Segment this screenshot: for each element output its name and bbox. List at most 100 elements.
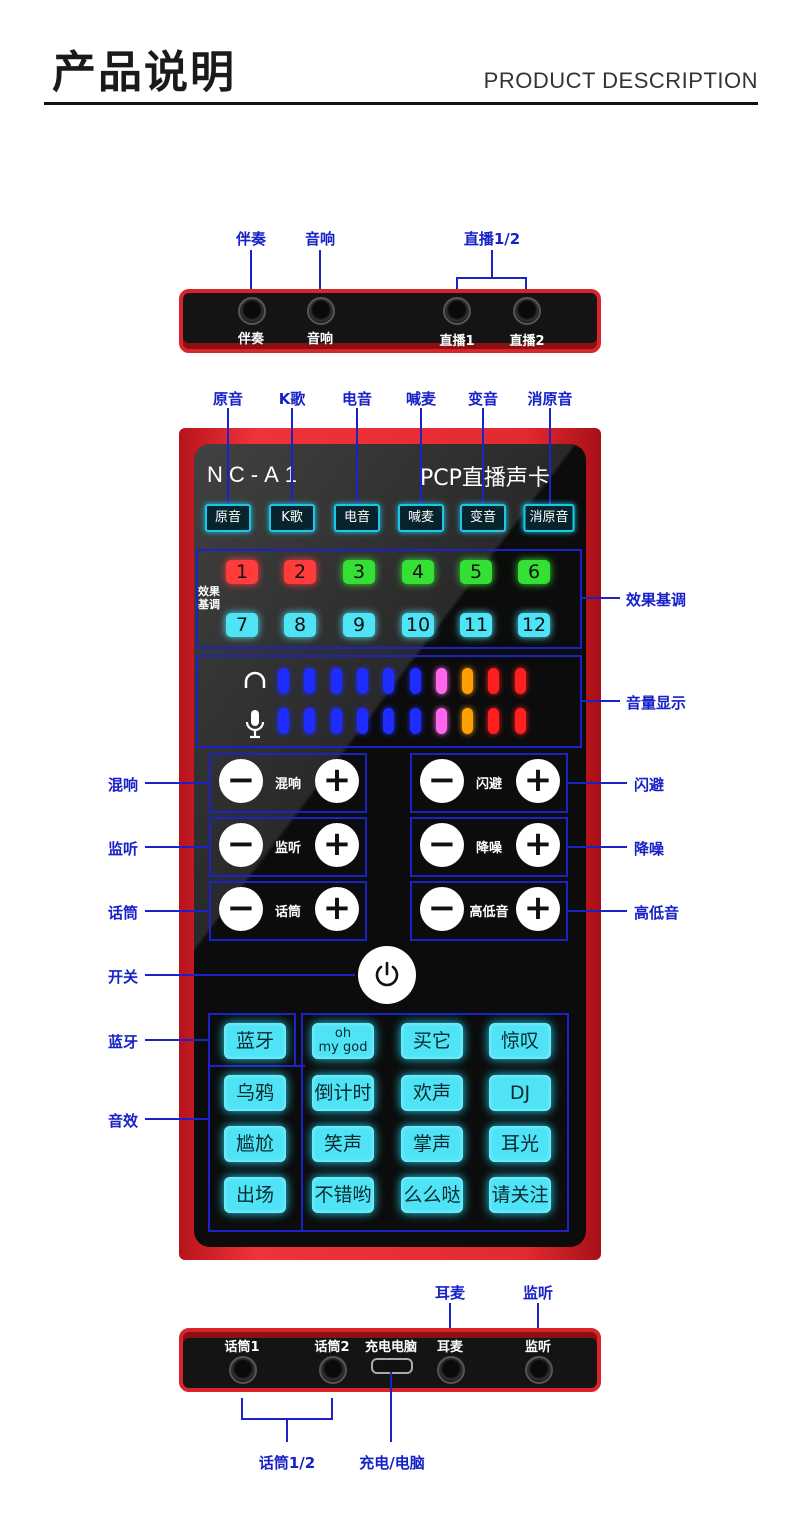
annotation-live: 直播1/2 — [463, 230, 521, 248]
leader-line — [319, 250, 321, 296]
effect-key-1[interactable]: 1 — [226, 560, 258, 584]
mode-button-electro[interactable]: 电音 — [334, 504, 380, 532]
effect-key-5[interactable]: 5 — [460, 560, 492, 584]
mode-button-original[interactable]: 原音 — [205, 504, 251, 532]
meter-led — [356, 668, 368, 694]
annotation-noise: 降噪 — [634, 840, 665, 858]
meter-led — [435, 708, 447, 734]
power-button[interactable] — [358, 946, 416, 1004]
jack-mic-2[interactable] — [319, 1356, 347, 1384]
mode-button-voice-change[interactable]: 变音 — [460, 504, 506, 532]
meter-led — [304, 668, 316, 694]
sound-effect-button[interactable]: 掌声 — [401, 1126, 463, 1162]
sound-effect-button[interactable]: 欢声 — [401, 1075, 463, 1111]
leader-line — [567, 910, 627, 912]
effect-key-12[interactable]: 12 — [518, 613, 550, 637]
jack-label: 音响 — [306, 332, 334, 347]
page-subtitle: PRODUCT DESCRIPTION — [483, 68, 758, 93]
sound-effect-button[interactable]: oh my god — [312, 1023, 374, 1059]
annotation-power: 开关 — [108, 968, 139, 986]
annotation-sfx: 音效 — [108, 1112, 139, 1130]
knob-bass-treble-minus-button[interactable]: − — [420, 887, 464, 931]
effect-key-8[interactable]: 8 — [284, 613, 316, 637]
leader-line — [227, 408, 229, 504]
knob-mic-group — [209, 881, 367, 941]
sound-effect-button[interactable]: 请关注 — [489, 1177, 551, 1213]
annotation-mode: 变音 — [467, 390, 499, 408]
meter-led — [409, 708, 421, 734]
sound-effect-button[interactable]: 惊叹 — [489, 1023, 551, 1059]
effect-key-6[interactable]: 6 — [518, 560, 550, 584]
meter-led — [278, 708, 289, 734]
sound-effect-button[interactable]: 尴尬 — [224, 1126, 286, 1162]
sound-effect-button[interactable]: DJ — [489, 1075, 551, 1111]
usb-port[interactable] — [371, 1358, 413, 1374]
jack-live-2[interactable] — [513, 297, 541, 325]
knob-dodge-label: 闪避 — [475, 777, 503, 792]
sound-effect-button[interactable]: 耳光 — [489, 1126, 551, 1162]
effects-label: 效果 基调 — [198, 585, 220, 611]
effect-key-2[interactable]: 2 — [284, 560, 316, 584]
sound-effect-button[interactable]: 笑声 — [312, 1126, 374, 1162]
leader-line — [250, 250, 252, 296]
mode-button-karaoke[interactable]: K歌 — [269, 504, 315, 532]
jack-accompaniment[interactable] — [238, 297, 266, 325]
knob-dodge-minus-button[interactable]: − — [420, 759, 464, 803]
knob-reverb-label: 混响 — [274, 777, 302, 792]
sound-effect-button[interactable]: 蓝牙 — [224, 1023, 286, 1059]
jack-live-1[interactable] — [443, 297, 471, 325]
meter-led — [330, 708, 342, 734]
annotation-monitor: 监听 — [108, 840, 139, 858]
annotation-mode: 原音 — [212, 390, 244, 408]
jack-label: 充电电脑 — [364, 1340, 418, 1355]
leader-line — [145, 910, 208, 912]
effect-key-3[interactable]: 3 — [343, 560, 375, 584]
mode-button-vocal-remove[interactable]: 消原音 — [523, 504, 575, 532]
meter-led — [488, 668, 500, 694]
knob-reverb-plus-button[interactable]: + — [315, 759, 359, 803]
leader-line — [456, 277, 458, 297]
knob-reverb-minus-button[interactable]: − — [219, 759, 263, 803]
jack-label: 直播2 — [509, 334, 545, 349]
annotation-mic: 话筒 — [108, 904, 139, 922]
effect-key-4[interactable]: 4 — [402, 560, 434, 584]
annotation-mic-1-2: 话筒1/2 — [258, 1454, 316, 1472]
jack-mic-1[interactable] — [229, 1356, 257, 1384]
product-name: PCP直播声卡 — [420, 466, 550, 491]
knob-mic-minus-button[interactable]: − — [219, 887, 263, 931]
knob-noise-reduction-minus-button[interactable]: − — [420, 823, 464, 867]
effect-key-11[interactable]: 11 — [460, 613, 492, 637]
sound-effect-button[interactable]: 不错哟 — [312, 1177, 374, 1213]
sound-effect-button[interactable]: 买它 — [401, 1023, 463, 1059]
meter-led — [278, 668, 289, 694]
power-icon — [375, 961, 399, 987]
mode-button-shout[interactable]: 喊麦 — [398, 504, 444, 532]
annotation-mode: 电音 — [341, 390, 373, 408]
leader-line — [145, 782, 208, 784]
jack-label: 监听 — [524, 1340, 552, 1355]
sound-effect-button[interactable]: 乌鸦 — [224, 1075, 286, 1111]
leader-line — [491, 250, 493, 278]
knob-dodge-plus-button[interactable]: + — [516, 759, 560, 803]
effect-key-7[interactable]: 7 — [226, 613, 258, 637]
annotation-speaker: 音响 — [304, 230, 336, 248]
knob-mic-plus-button[interactable]: + — [315, 887, 359, 931]
annotation-eq: 高低音 — [634, 904, 680, 922]
sound-effect-button[interactable]: 么么哒 — [401, 1177, 463, 1213]
leader-line — [145, 974, 355, 976]
sound-effect-button[interactable]: 倒计时 — [312, 1075, 374, 1111]
jack-monitor[interactable] — [525, 1356, 553, 1384]
meter-led — [514, 668, 526, 694]
knob-bass-treble-plus-button[interactable]: + — [516, 887, 560, 931]
knob-monitor-minus-button[interactable]: − — [219, 823, 263, 867]
effect-key-9[interactable]: 9 — [343, 613, 375, 637]
effect-key-10[interactable]: 10 — [402, 613, 434, 637]
knob-monitor-plus-button[interactable]: + — [315, 823, 359, 867]
knob-noise-reduction-plus-button[interactable]: + — [516, 823, 560, 867]
jack-label: 伴奏 — [237, 332, 265, 347]
jack-speaker[interactable] — [307, 297, 335, 325]
leader-line — [567, 782, 627, 784]
meter-led — [356, 708, 368, 734]
jack-headset[interactable] — [437, 1356, 465, 1384]
sound-effect-button[interactable]: 出场 — [224, 1177, 286, 1213]
